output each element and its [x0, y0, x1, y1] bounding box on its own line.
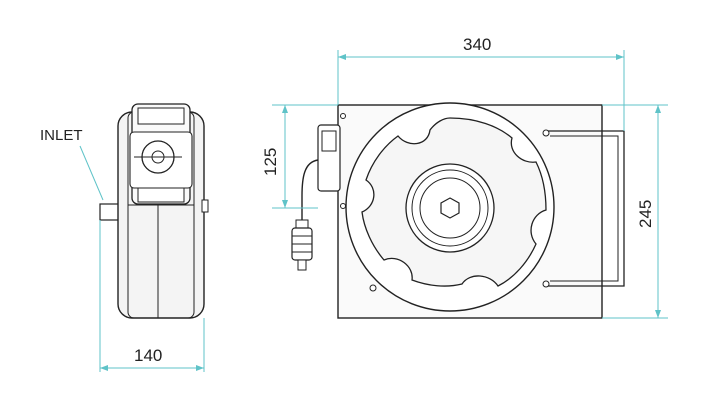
- dimension-125: 125: [261, 104, 338, 209]
- dimension-245: 245: [602, 104, 668, 319]
- dimension-140-label: 140: [134, 346, 162, 365]
- dimension-245-label: 245: [636, 200, 655, 228]
- front-view: [291, 102, 625, 319]
- inlet-label: INLET: [40, 127, 83, 144]
- hose-line: [301, 159, 319, 222]
- mounting-bracket: [544, 130, 625, 287]
- dimension-125-label: 125: [261, 148, 280, 176]
- dimension-140: 140: [99, 220, 205, 372]
- side-view: [99, 103, 209, 319]
- inlet-leader: [79, 145, 104, 201]
- hub-hex-nut: [440, 197, 460, 219]
- dimension-340-label: 340: [463, 35, 491, 54]
- hose-nozzle: [291, 219, 313, 271]
- inlet-shaft: [99, 203, 121, 221]
- dimension-340: 340: [337, 35, 625, 131]
